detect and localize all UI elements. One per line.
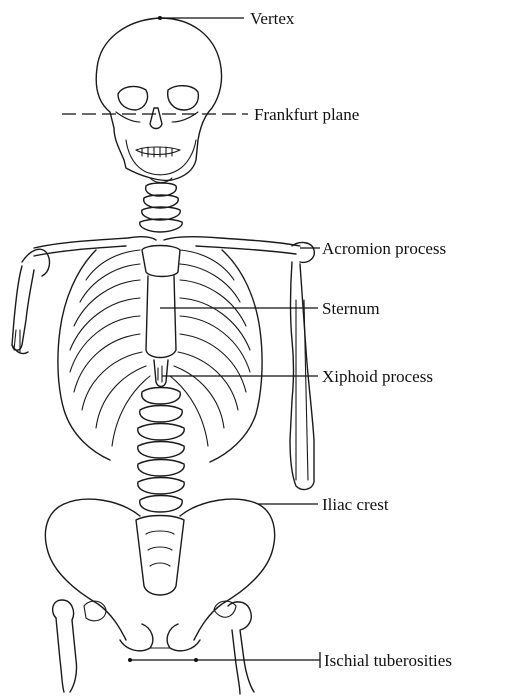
labels: Vertex Frankfurt plane Acromion process … <box>250 9 452 670</box>
femurs <box>53 600 254 694</box>
manubrium <box>142 246 180 277</box>
xiphoid-process-label: Xiphoid process <box>322 367 433 386</box>
ischial-point-right <box>194 658 198 662</box>
pelvis <box>45 499 274 651</box>
ischial-tuberosities-label: Ischial tuberosities <box>324 651 452 670</box>
left-arm <box>12 266 34 354</box>
cervical-spine <box>140 183 182 232</box>
rib-cage <box>58 246 262 463</box>
xiphoid-shape <box>154 360 168 387</box>
iliac-crest-label: Iliac crest <box>322 495 389 514</box>
acromion-process-label: Acromion process <box>322 239 446 258</box>
vertex-label: Vertex <box>250 9 295 28</box>
frankfurt-plane-label: Frankfurt plane <box>254 105 359 124</box>
ischial-point-left <box>128 658 132 662</box>
shoulder-girdle <box>22 237 314 276</box>
skull <box>96 18 221 183</box>
sternum-body <box>146 276 176 358</box>
sternum-label: Sternum <box>322 299 380 318</box>
lumbar-spine <box>138 388 184 513</box>
